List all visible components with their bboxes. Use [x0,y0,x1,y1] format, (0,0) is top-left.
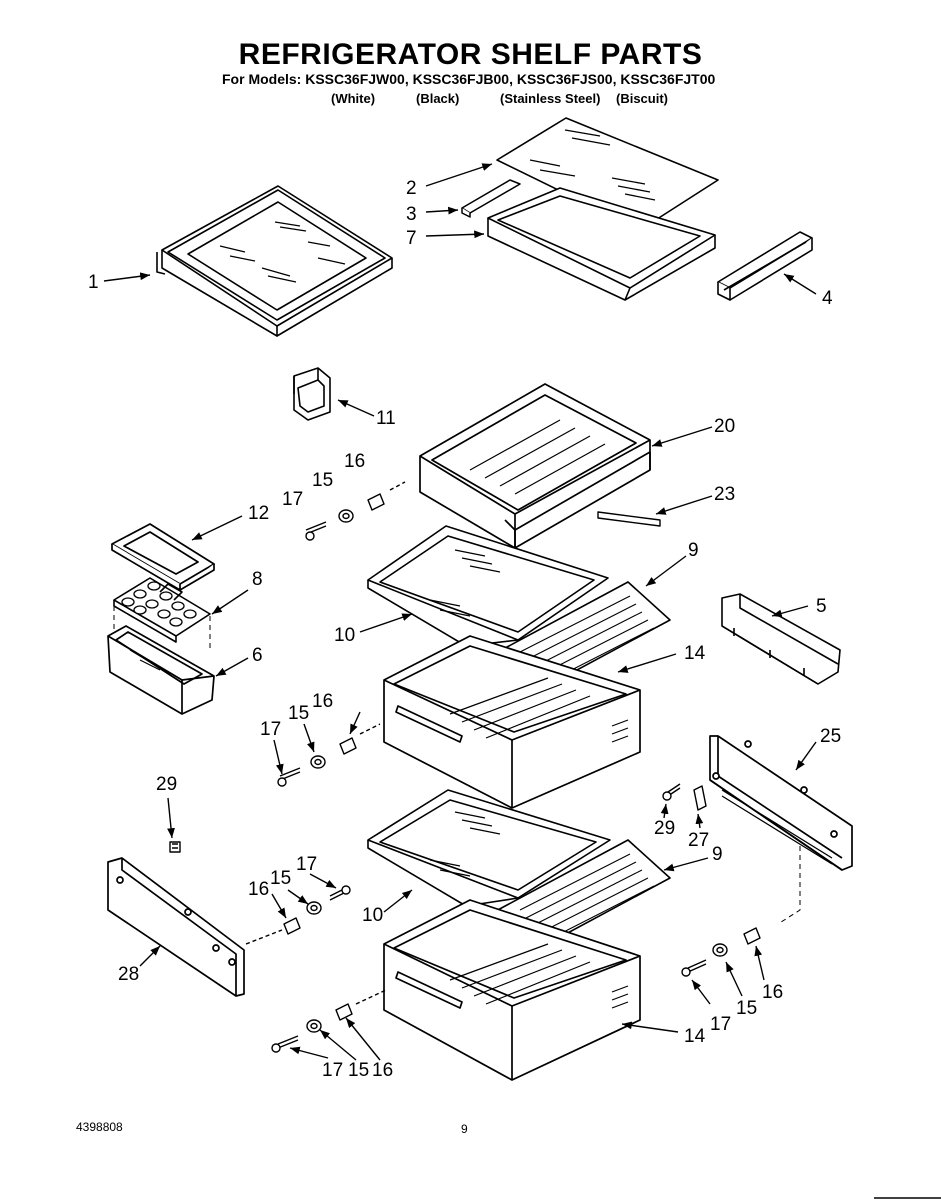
callout-16-lower-right: 16 [762,982,783,1003]
page-number: 9 [461,1122,468,1136]
part-7-shelf-frame [487,187,716,301]
dashed-guide-25 [777,846,801,925]
part-12-bin-cover [111,523,215,591]
callout-12: 12 [248,503,269,524]
callout-27: 27 [688,830,709,851]
part-11-bracket [293,367,331,421]
color-stainless: (Stainless Steel) [500,91,601,106]
callout-10-lower: 10 [362,905,383,926]
color-black: (Black) [416,91,460,106]
callout-17-lower-left: 17 [296,854,317,875]
callout-25: 25 [820,726,841,747]
callout-15-lower-left: 15 [270,868,291,889]
callout-2: 2 [406,178,417,199]
callout-9-upper: 9 [688,540,699,561]
callout-5: 5 [816,596,827,617]
screw-group-lower-right [681,927,761,977]
screw-group-lower-left [245,885,351,945]
screw-group-bottom [271,989,387,1053]
callout-8: 8 [252,569,263,590]
dashed-guide-8 [113,606,211,650]
callout-9-lower: 9 [712,844,723,865]
callout-16-upper: 16 [344,451,365,472]
screw-group-upper [305,481,406,541]
color-white: (White) [331,91,376,106]
callout-14-lower: 14 [684,1026,706,1047]
part-5-drawer-slide [721,593,841,685]
callout-10-upper: 10 [334,625,355,646]
callout-6: 6 [252,645,263,666]
callout-4: 4 [822,288,833,309]
color-biscuit: (Biscuit) [616,91,668,106]
callout-1: 1 [88,272,99,293]
part-23-rod [597,511,661,527]
callout-17-lower-right: 17 [710,1014,731,1035]
callout-15-mid: 15 [288,703,309,724]
callout-20: 20 [714,416,735,437]
callout-3: 3 [406,204,417,225]
document-number: 4398808 [76,1120,123,1134]
part-29-screw-left [169,841,181,853]
part-28-side-bracket-left [107,857,245,997]
callout-14-upper: 14 [684,643,706,664]
part-3-shelf-trim [461,179,521,218]
callout-16-bottom: 16 [372,1060,393,1081]
callout-17-mid: 17 [260,719,281,740]
page-title: REFRIGERATOR SHELF PARTS [238,38,703,71]
part-6-storage-bin [107,625,215,715]
callout-17-upper: 17 [282,489,303,510]
callout-29-left: 29 [156,774,177,795]
models-line: For Models: KSSC36FJW00, KSSC36FJB00, KS… [222,71,716,87]
part-14-crisper-upper [383,635,641,809]
part-10-glass-shelf-lower [367,789,611,907]
callout-17-bottom: 17 [322,1060,343,1081]
leader-lines [103,163,817,1061]
part-14-crisper-lower [383,899,641,1081]
part-20-crisper-drawer [419,383,651,549]
part-25-side-bracket-right [709,735,853,871]
callout-15-bottom: 15 [348,1060,369,1081]
part-29-screw-right [662,783,681,801]
callout-15-lower-right: 15 [736,998,757,1019]
callout-labels: 1 2 3 7 4 11 20 16 15 17 23 12 9 8 5 10 … [88,178,841,1081]
callout-15-upper: 15 [312,470,333,491]
part-8-egg-tray [113,577,211,643]
callout-23: 23 [714,484,735,505]
part-1-glass-shelf [156,185,393,337]
part-27-clip [693,785,707,811]
callout-11: 11 [376,408,396,429]
part-4-shelf-rail [717,231,813,301]
callout-16-mid: 16 [312,691,333,712]
callout-7: 7 [406,228,417,249]
callout-29-right: 29 [654,818,675,839]
callout-16-lower-left: 16 [248,879,269,900]
callout-28: 28 [118,964,139,985]
screw-group-mid [277,723,381,787]
